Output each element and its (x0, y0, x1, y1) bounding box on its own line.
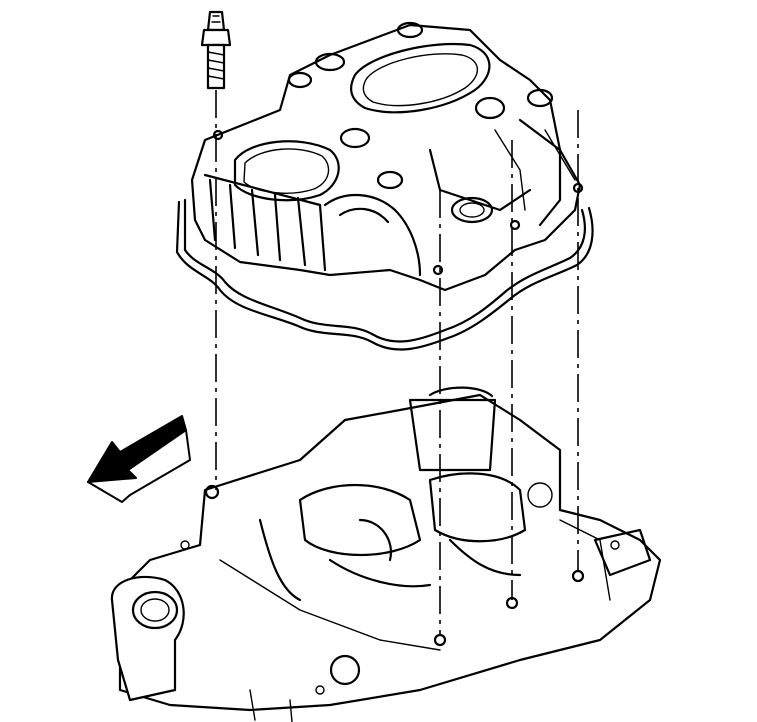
front-arrow-icon (87, 415, 191, 503)
alignment-lines (215, 90, 579, 635)
lower-intake-manifold (110, 386, 662, 722)
manifold-gasket (175, 198, 594, 351)
upper-intake-manifold (190, 21, 584, 292)
mounting-bolt (200, 10, 232, 90)
